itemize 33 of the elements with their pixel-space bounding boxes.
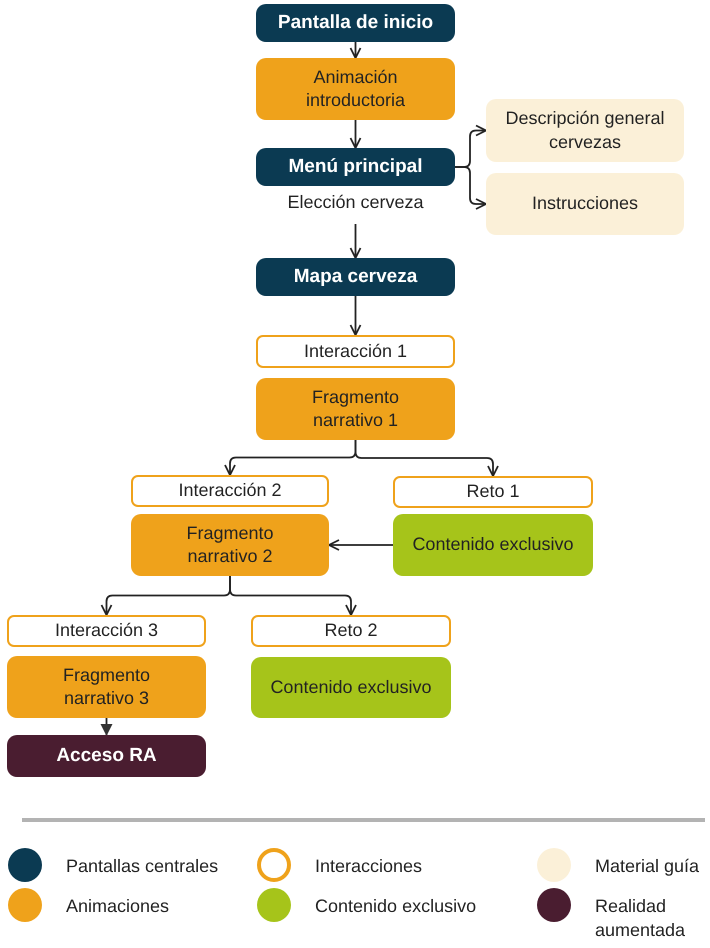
arrow [354,440,499,477]
arrow [100,718,112,736]
interaction-box: Interacción 1 [256,335,455,368]
arrow [350,296,362,336]
interaction-box: Interacción 2 [131,475,329,507]
screen-box: Menú principal [256,148,455,186]
arrow [350,120,362,149]
guide-box: Descripción general cervezas [486,99,684,162]
ar-access-box: Acceso RA [7,735,206,777]
legend-label: Contenido exclusivo [315,895,478,918]
animation-box: Fragmento narrativo 1 [256,378,455,440]
arrow [229,576,357,616]
legend-label: Pantallas centrales [66,855,220,878]
guide-box: Instrucciones [486,173,684,235]
exclusive-content-box: Contenido exclusivo [393,514,593,576]
legend-label: Material guía [595,855,700,878]
screen-box: Mapa cerveza [256,258,455,296]
arrow [328,539,393,551]
interaction-box: Interacción 3 [7,615,206,647]
node-caption: Elección cerveza [286,192,425,213]
legend-label: Realidad aumentada [595,895,686,942]
arrow [350,42,362,59]
screen-box: Pantalla de inicio [256,4,455,42]
legend-label: Animaciones [66,895,170,918]
legend-label: Interacciones [315,855,424,878]
animation-box: Animación introductoria [256,58,455,120]
exclusive-content-box: Contenido exclusivo [251,657,451,718]
animation-box: Fragmento narrativo 3 [7,656,206,718]
interaction-box: Reto 2 [251,615,451,647]
arrow [350,224,362,259]
arrow [455,166,487,210]
interaction-box: Reto 1 [393,476,593,508]
animation-box: Fragmento narrativo 2 [131,514,329,576]
